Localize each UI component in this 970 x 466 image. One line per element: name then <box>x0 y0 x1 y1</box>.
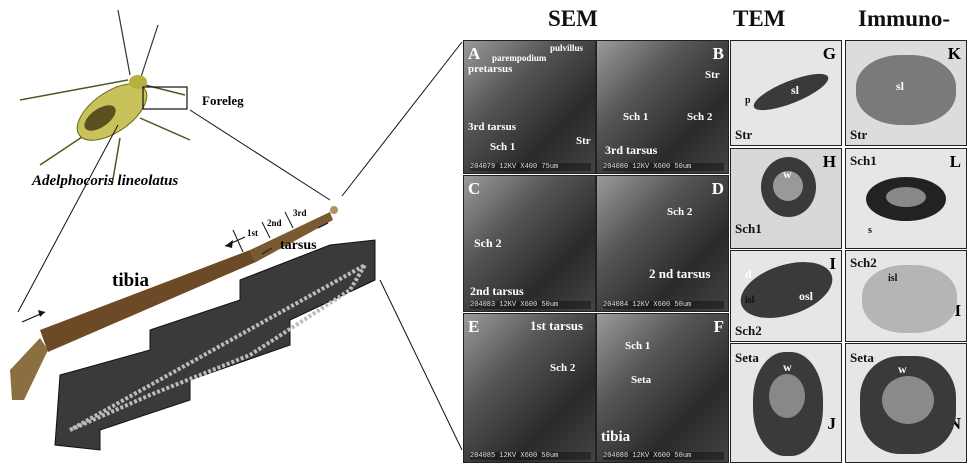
panel-label: 2 nd tarsus <box>649 266 711 281</box>
panel-letter: C <box>468 179 481 198</box>
panel-c: C Sch 2 2nd tarsus 204083 12KV X600 50um <box>463 175 596 312</box>
panel-label: w <box>783 167 792 181</box>
leg-illustration <box>10 206 338 400</box>
header-sem: SEM <box>548 6 598 31</box>
panel-b: B Str Sch 1 Sch 2 3rd tarsus 204080 12KV… <box>596 40 729 174</box>
tibia-label: tibia <box>112 270 149 291</box>
panel-letter: I <box>829 254 836 273</box>
panel-label: isl <box>888 273 898 284</box>
species-name: Adelphocoris lineolatus <box>32 173 179 189</box>
sem-info-bar: 204079 12KV X400 75um <box>470 163 591 171</box>
sem-info-bar: 204080 12KV X600 50um <box>603 163 724 171</box>
panel-label: Sch 1 <box>625 340 651 352</box>
panel-label: Sch 2 <box>667 206 693 218</box>
panel-l: L Sch1 s <box>845 148 967 249</box>
panel-letter: E <box>468 317 480 336</box>
panel-label: 2nd tarsus <box>470 284 524 298</box>
panel-letter: F <box>713 317 724 336</box>
panel-label: 1st tarsus <box>530 318 584 333</box>
tarsus-segment-3rd: 3rd <box>293 208 307 218</box>
panel-label: 3rd tarsus <box>468 121 516 133</box>
tarsus-label: tarsus <box>280 238 317 253</box>
panel-g: G sl p Str <box>730 40 842 146</box>
panel-letter: G <box>822 44 836 63</box>
sem-info-bar: 204084 12KV X600 50um <box>603 301 724 309</box>
insect-illustration <box>19 9 191 186</box>
panel-i: I d isl osl Sch2 <box>730 250 842 342</box>
tarsus-segment-2nd: 2nd <box>267 218 282 228</box>
panel-n: N Seta w <box>845 343 967 463</box>
sem-info-bar: 204088 12KV X600 50um <box>603 452 724 460</box>
panel-label: osl <box>799 289 814 303</box>
panel-label: w <box>783 360 792 374</box>
panel-label: Sch 2 <box>550 362 576 374</box>
tarsus-segment-1st: 1st <box>247 228 258 238</box>
panel-letter: B <box>712 44 724 63</box>
panel-label: Sch1 <box>735 221 762 236</box>
panel-label: pulvillus <box>550 43 584 53</box>
header-tem: TEM <box>733 6 786 31</box>
foreleg-box <box>142 86 188 110</box>
panel-label: Str <box>850 127 868 142</box>
panel-label: s <box>868 225 872 236</box>
panel-letter: D <box>711 179 724 198</box>
panel-label: p <box>745 95 751 106</box>
panel-label: Str <box>705 69 720 81</box>
panel-label: Sch2 <box>850 255 877 270</box>
panel-label: w <box>898 362 907 376</box>
panel-m: M Sch2 isl <box>845 250 967 342</box>
panel-label: Sch 2 <box>474 236 502 250</box>
panel-f: F Sch 1 Seta tibia 204088 12KV X600 50um <box>596 313 729 463</box>
panel-label: Seta <box>631 374 652 386</box>
panel-d: D Sch 2 2 nd tarsus 204084 12KV X600 50u… <box>596 175 729 312</box>
panel-a: A pulvillus parempodium pretarsus 3rd ta… <box>463 40 596 174</box>
panel-label: Sch2 <box>735 323 762 338</box>
panel-letter: K <box>947 44 961 63</box>
panel-label: Str <box>576 135 591 147</box>
panel-label: isl <box>745 295 755 306</box>
panel-label: Sch 2 <box>687 111 713 123</box>
panel-j: J Seta w <box>730 343 842 463</box>
sem-montage <box>54 239 376 451</box>
sem-info-bar: 204085 12KV X600 50um <box>470 452 591 460</box>
panel-letter: H <box>822 152 836 171</box>
panel-label: sl <box>791 83 800 97</box>
panel-label: Sch1 <box>850 153 877 168</box>
panel-letter: J <box>827 414 837 433</box>
panel-label: Str <box>735 127 753 142</box>
header-immuno: Immuno- <box>858 6 951 31</box>
panel-k: K sl Str <box>845 40 967 146</box>
panel-label: tibia <box>601 429 631 445</box>
sem-info-bar: 204083 12KV X600 50um <box>470 301 591 309</box>
foreleg-label: Foreleg <box>202 93 244 108</box>
panel-label: d <box>745 267 752 281</box>
panel-e: E 1st tarsus Sch 2 204085 12KV X600 50um <box>463 313 596 463</box>
panel-letter: A <box>468 44 481 63</box>
panel-label: sl <box>896 79 905 93</box>
panel-label: pretarsus <box>468 63 513 75</box>
panel-label: Sch 1 <box>623 111 649 123</box>
panel-letter: L <box>949 152 961 171</box>
panel-label: parempodium <box>492 53 547 63</box>
panel-label: Seta <box>735 350 759 365</box>
panel-label: Seta <box>850 350 874 365</box>
panel-label: 3rd tarsus <box>605 143 658 157</box>
panel-label: Sch 1 <box>490 141 516 153</box>
panel-h: H w Sch1 <box>730 148 842 249</box>
